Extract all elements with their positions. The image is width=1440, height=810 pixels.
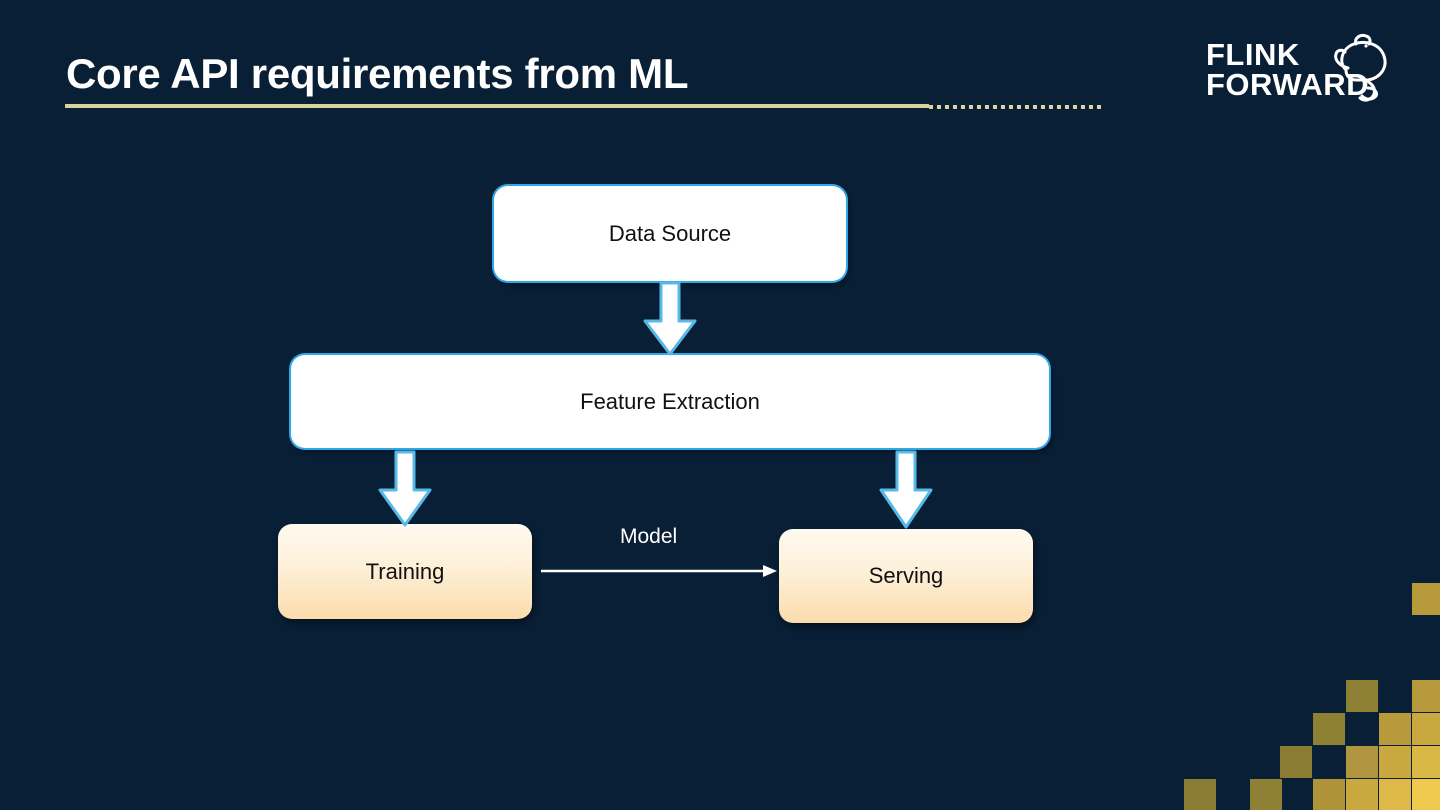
deco-square bbox=[1184, 779, 1216, 810]
node-serving-label: Serving bbox=[868, 563, 944, 588]
arrow-source-to-feature bbox=[640, 281, 700, 362]
deco-square bbox=[1313, 779, 1345, 810]
node-data-source: Data Source bbox=[494, 186, 846, 281]
squirrel-icon bbox=[1326, 32, 1396, 111]
logo-wordmark: FLINK FORWARD bbox=[1206, 37, 1370, 102]
arrow-feature-to-serving bbox=[876, 450, 936, 535]
gold-checker-decoration bbox=[1150, 570, 1440, 810]
deco-square bbox=[1346, 680, 1378, 712]
node-data-source-label: Data Source bbox=[608, 220, 732, 246]
deco-square bbox=[1346, 746, 1378, 778]
node-training-label: Training bbox=[365, 558, 445, 584]
node-feature-extraction-label: Feature Extraction bbox=[580, 388, 760, 414]
node-feature-extraction: Feature Extraction bbox=[291, 355, 1049, 448]
deco-square bbox=[1412, 680, 1440, 712]
logo-line-2: FORWARD bbox=[1206, 67, 1370, 102]
deco-square bbox=[1280, 746, 1312, 778]
deco-square bbox=[1313, 713, 1345, 745]
arrow-feature-to-training bbox=[375, 450, 435, 533]
title-underline bbox=[65, 104, 929, 108]
node-training: Training bbox=[278, 524, 532, 619]
deco-square bbox=[1412, 713, 1440, 745]
deco-square bbox=[1379, 779, 1411, 810]
deco-square bbox=[1412, 583, 1440, 615]
deco-square bbox=[1346, 779, 1378, 810]
flink-forward-logo: FLINK FORWARD bbox=[1206, 34, 1396, 114]
deco-square bbox=[1379, 746, 1411, 778]
title-underline-dotted bbox=[929, 105, 1104, 109]
edge-label-model: Model bbox=[620, 525, 678, 548]
deco-square bbox=[1379, 713, 1411, 745]
deco-square bbox=[1250, 779, 1282, 810]
deco-square bbox=[1412, 779, 1440, 810]
deco-square bbox=[1412, 746, 1440, 778]
arrow-training-to-serving bbox=[541, 563, 777, 584]
logo-line-1: FLINK bbox=[1206, 37, 1300, 72]
page-title: Core API requirements from ML bbox=[66, 50, 689, 97]
node-serving: Serving bbox=[779, 529, 1033, 623]
